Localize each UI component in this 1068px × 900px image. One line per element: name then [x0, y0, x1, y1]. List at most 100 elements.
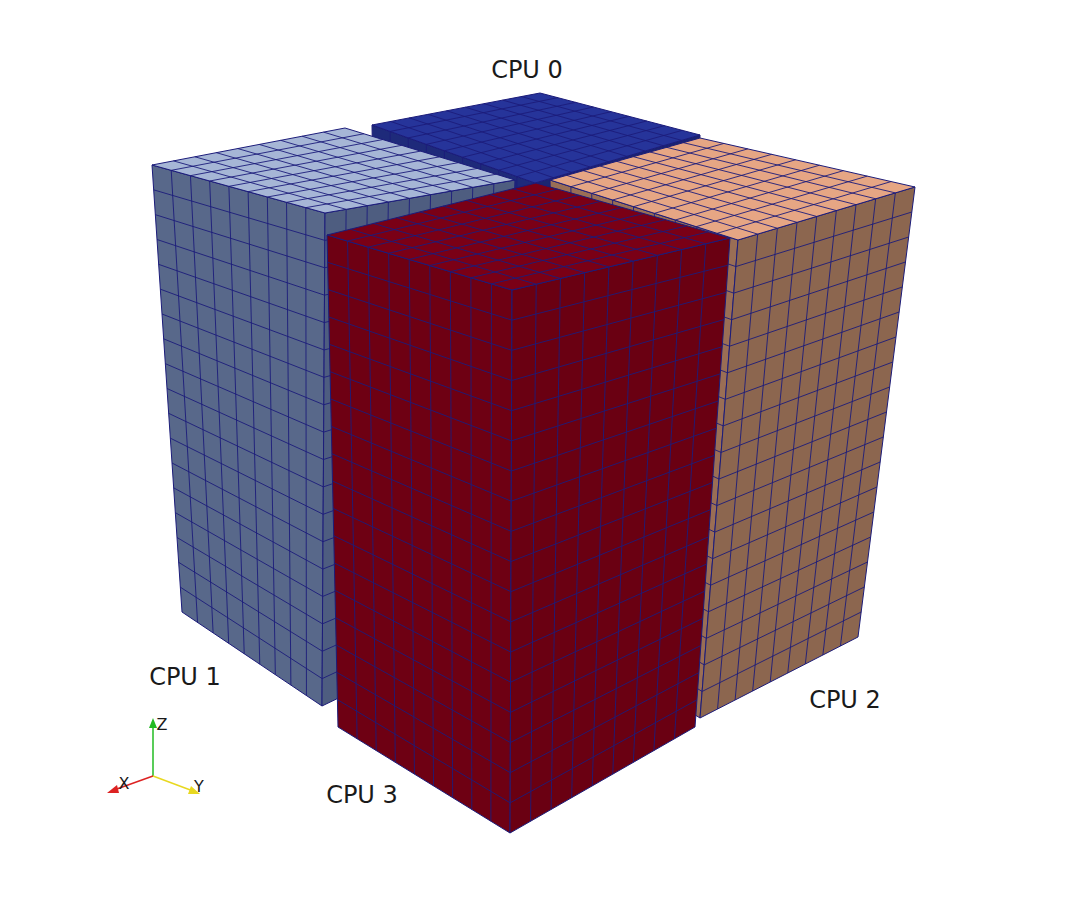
grid-line	[490, 284, 492, 821]
grid-line	[470, 278, 472, 810]
mesh-grid	[702, 193, 912, 709]
grid-line	[157, 240, 325, 296]
grid-line	[155, 215, 324, 268]
grid-line	[348, 241, 358, 739]
grid-line	[190, 140, 382, 176]
grid-line	[735, 228, 777, 700]
grid-line	[259, 144, 430, 194]
mesh-grid	[171, 132, 496, 209]
grid-line	[216, 153, 388, 202]
grid-line	[331, 426, 511, 501]
grid-line	[511, 564, 707, 652]
grid-line	[634, 160, 796, 207]
grid-line	[324, 132, 494, 184]
block-right-face	[700, 187, 915, 718]
grid-line	[329, 344, 511, 410]
grid-line	[159, 264, 325, 322]
grid-line	[513, 189, 706, 244]
grid-line	[717, 182, 891, 234]
partition-label: CPU 1	[149, 665, 221, 689]
grid-line	[305, 208, 307, 696]
grid-line	[511, 401, 718, 471]
axis-label: Z	[157, 717, 168, 733]
grid-line	[409, 207, 622, 259]
mesh-grid	[348, 189, 709, 284]
z-axis	[152, 724, 154, 776]
partition-label: CPU 2	[809, 688, 881, 712]
grid-line	[164, 339, 324, 405]
grid-line	[512, 347, 723, 411]
grid-line	[172, 463, 323, 542]
grid-line	[491, 232, 708, 284]
grid-line	[572, 273, 585, 798]
grid-line	[267, 163, 458, 197]
grid-line	[408, 102, 575, 138]
grid-line	[336, 618, 511, 713]
grid-line	[171, 134, 364, 171]
grid-line	[177, 538, 323, 624]
grid-line	[490, 195, 682, 250]
grid-line	[510, 673, 699, 773]
grid-line	[450, 220, 665, 272]
grid-line	[165, 364, 323, 432]
grid-line	[734, 237, 909, 293]
partition-label: CPU 0	[491, 58, 563, 82]
grid-line	[463, 116, 629, 157]
grid-line	[481, 121, 647, 164]
grid-line	[696, 176, 867, 227]
grid-line	[287, 202, 291, 685]
grid-line	[823, 199, 876, 655]
grid-line	[430, 266, 434, 786]
grid-line	[443, 206, 633, 261]
mesh-grid	[510, 244, 728, 821]
grid-line	[329, 317, 512, 381]
grid-line	[592, 267, 609, 786]
grid-line	[328, 290, 512, 351]
grid-line	[730, 287, 903, 346]
grid-line	[510, 700, 697, 803]
grid-line	[175, 513, 322, 597]
grid-line	[332, 454, 511, 532]
grid-line	[389, 253, 396, 762]
block-left-face	[327, 235, 512, 833]
grid-line	[770, 216, 816, 682]
grid-line	[162, 314, 324, 377]
grid-line	[248, 157, 439, 192]
grid-line	[195, 157, 367, 206]
grid-line	[613, 261, 633, 774]
grid-line	[190, 176, 213, 633]
grid-line	[706, 562, 867, 638]
grid-line	[287, 168, 478, 202]
grid-line	[719, 412, 887, 479]
grid-line	[511, 428, 716, 501]
axis-label: X	[119, 776, 130, 792]
grid-line	[430, 214, 644, 266]
grid-line	[592, 149, 748, 193]
grid-line	[368, 247, 376, 750]
grid-line	[465, 107, 626, 156]
grid-line	[571, 143, 724, 186]
grid-line	[466, 200, 657, 255]
grid-line	[654, 165, 819, 213]
mesh-blocks	[152, 93, 915, 833]
grid-line	[471, 226, 687, 278]
mesh-grid	[154, 170, 325, 695]
grid-line	[654, 250, 682, 751]
grid-line	[511, 483, 713, 562]
cpu-block	[327, 183, 730, 833]
grid-line	[348, 189, 558, 241]
block-right-face	[510, 238, 730, 833]
grid-line	[210, 145, 402, 181]
grid-line	[633, 255, 657, 762]
block-top-face	[327, 183, 730, 290]
grid-line	[511, 591, 705, 682]
grid-line	[732, 262, 906, 320]
grid-line	[704, 587, 864, 665]
grid-line	[409, 259, 414, 774]
grid-line	[160, 289, 324, 350]
grid-line	[675, 171, 843, 220]
grid-line	[753, 222, 797, 691]
z-arrowhead	[149, 718, 157, 728]
grid-line	[511, 455, 714, 531]
